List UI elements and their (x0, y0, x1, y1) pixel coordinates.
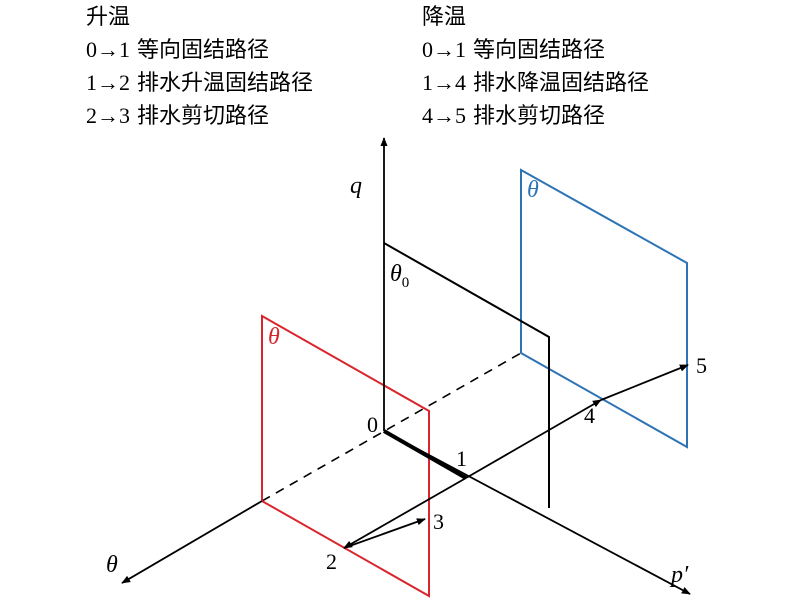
path-desc: 等向固结路径 (473, 38, 606, 63)
legend-cooling: 降温 0→1 等向固结路径 1→4 排水降温固结路径 4→5 排水剪切路径 (422, 2, 649, 133)
path-4-5 (600, 364, 689, 401)
cooling-plane-label: θ (527, 177, 539, 203)
path-label: 4→5 (422, 103, 466, 128)
cooling-plane (520, 168, 688, 449)
q-axis-label: q (350, 173, 362, 199)
legend-cooling-title: 降温 (422, 5, 467, 30)
theta-axis-hidden (261, 352, 522, 502)
point-label-5: 5 (696, 353, 707, 378)
path-label: 0→1 (86, 37, 130, 62)
path-label: 1→4 (422, 70, 466, 95)
legend-heating: 升温 0→1 等向固结路径 1→2 排水升温固结路径 2→3 排水剪切路径 (86, 2, 313, 133)
theta-axis-label: θ (106, 552, 118, 578)
path-desc: 排水升温固结路径 (137, 71, 314, 96)
point-label-3: 3 (433, 509, 444, 534)
path-2-3 (343, 518, 426, 549)
path-desc: 排水剪切路径 (137, 104, 270, 129)
reference-plane-label: θ0 (390, 261, 409, 291)
path-desc: 排水剪切路径 (473, 104, 606, 129)
point-label-2: 2 (326, 549, 337, 574)
legend-heating-title: 升温 (86, 5, 131, 30)
legend-heating-line-3: 2→3 排水剪切路径 (86, 100, 313, 133)
point-label-4: 4 (584, 403, 595, 428)
heating-plane (261, 314, 430, 598)
reference-plane (383, 242, 550, 508)
path-label: 1→2 (86, 70, 130, 95)
legend-heating-line-2: 1→2 排水升温固结路径 (86, 67, 313, 100)
legend-cooling-line-1: 0→1 等向固结路径 (422, 34, 649, 67)
path-desc: 等向固结路径 (137, 38, 270, 63)
path-label: 0→1 (422, 37, 466, 62)
point-label-0: 0 (367, 412, 378, 437)
path-label: 2→3 (86, 103, 130, 128)
point-label-1: 1 (456, 446, 467, 471)
legend-cooling-line-2: 1→4 排水降温固结路径 (422, 67, 649, 100)
legend-heating-line-1: 0→1 等向固结路径 (86, 34, 313, 67)
path-1-4 (465, 399, 602, 479)
path-0-1 (383, 429, 467, 480)
theta-axis (121, 500, 263, 584)
p-axis-label: p′ (669, 562, 689, 588)
path-1-2 (343, 477, 467, 549)
legend-cooling-line-3: 4→5 排水剪切路径 (422, 100, 649, 133)
heating-plane-label: θ (268, 324, 280, 350)
path-desc: 排水降温固结路径 (473, 71, 650, 96)
